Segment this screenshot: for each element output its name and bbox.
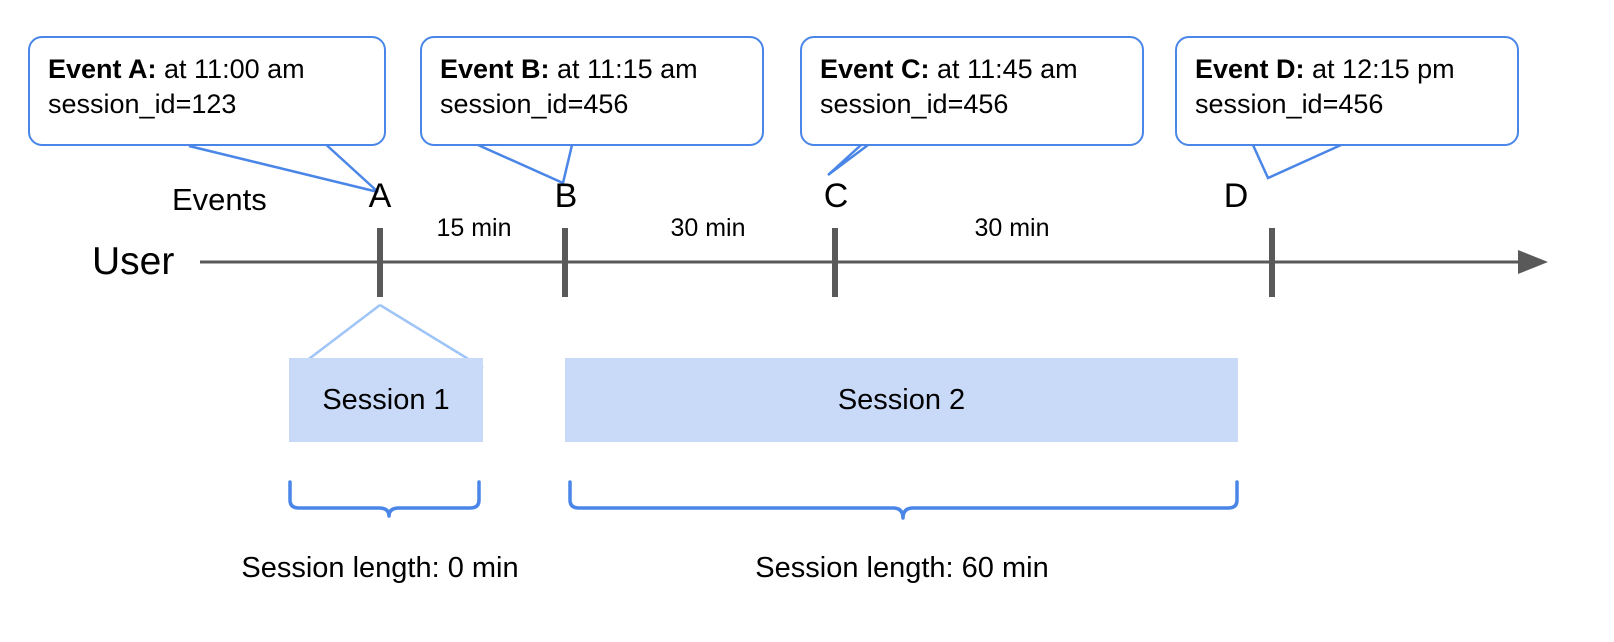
- gap-label-c-d: 30 min: [974, 214, 1050, 242]
- session1-length-label: Session length: 0 min: [241, 552, 519, 584]
- event-letter-b: B: [554, 177, 578, 215]
- callout-d-time: at 12:15 pm: [1304, 54, 1455, 84]
- row-label-events: Events: [172, 182, 267, 217]
- callout-a-lead: Event A:: [48, 54, 157, 84]
- callout-d-line1: Event D: at 12:15 pm: [1195, 52, 1501, 87]
- gap-label-b-c: 30 min: [670, 214, 746, 242]
- session2-brace: [568, 480, 1239, 520]
- callout-d-line2: session_id=456: [1195, 89, 1384, 120]
- callout-c-line2: session_id=456: [820, 89, 1009, 120]
- event-letter-d: D: [1223, 177, 1249, 215]
- callout-b-time: at 11:15 am: [549, 54, 698, 84]
- callout-event-a[interactable]: Event A: at 11:00 am session_id=123: [28, 36, 386, 146]
- session-box-1[interactable]: Session 1: [289, 358, 483, 442]
- callout-tail-c: [827, 144, 869, 176]
- callout-b-lead: Event B:: [440, 54, 550, 84]
- callout-event-c[interactable]: Event C: at 11:45 am session_id=456: [800, 36, 1144, 146]
- callout-event-b[interactable]: Event B: at 11:15 am session_id=456: [420, 36, 764, 146]
- row-label-user: User: [92, 240, 175, 283]
- event-letter-c: C: [823, 177, 849, 215]
- callout-c-time: at 11:45 am: [929, 54, 1078, 84]
- callout-d-lead: Event D:: [1195, 54, 1305, 84]
- callout-a-line1: Event A: at 11:00 am: [48, 52, 368, 87]
- callout-event-d[interactable]: Event D: at 12:15 pm session_id=456: [1175, 36, 1519, 146]
- session2-length-label: Session length: 60 min: [755, 552, 1049, 584]
- event-letter-a: A: [368, 177, 392, 215]
- callout-a-time: at 11:00 am: [156, 54, 305, 84]
- callout-a-line2: session_id=123: [48, 89, 237, 120]
- session1-brace: [288, 480, 481, 518]
- gap-label-a-b: 15 min: [436, 214, 512, 242]
- session-box-2[interactable]: Session 2: [565, 358, 1238, 442]
- callout-c-lead: Event C:: [820, 54, 930, 84]
- callout-c-line1: Event C: at 11:45 am: [820, 52, 1126, 87]
- callout-b-line2: session_id=456: [440, 89, 629, 120]
- callout-b-line1: Event B: at 11:15 am: [440, 52, 746, 87]
- callout-tail-d: [1251, 143, 1342, 180]
